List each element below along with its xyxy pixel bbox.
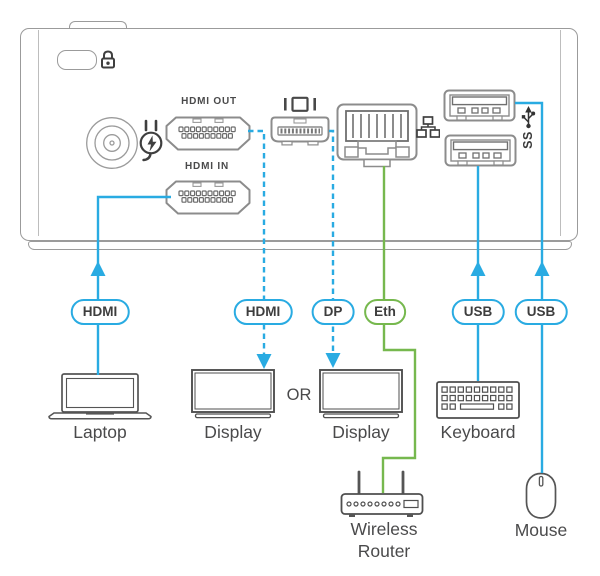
cable-label-hdmi-2: HDMI: [233, 299, 293, 325]
hdmi-out-label: HDMI OUT: [181, 96, 237, 107]
usb-ss-text: SS: [521, 131, 535, 149]
arrow-down-display1: [256, 354, 272, 369]
cable-label-dp: DP: [311, 299, 355, 325]
display-1-icon: [191, 369, 275, 419]
hdmi-in-pins: [178, 190, 236, 203]
kensington-slot: [57, 50, 97, 70]
keyboard-keys: [441, 386, 513, 410]
display-2-icon: [319, 369, 403, 419]
mouse-icon: [525, 472, 557, 519]
or-label: OR: [286, 386, 312, 404]
wireless-router-icon: [340, 470, 424, 517]
router-leds: [346, 499, 419, 509]
hdmi-in-label: HDMI IN: [185, 161, 229, 172]
usb-trident-icon: [521, 106, 535, 129]
display-1-label: Display: [204, 422, 262, 442]
network-icon: [416, 116, 440, 138]
device-top-tab: [69, 21, 127, 32]
hdmi-out-pins: [178, 126, 236, 139]
wireless-router-label: Wireless Router: [350, 519, 418, 561]
hdmi-in-port: [165, 180, 251, 215]
mini-displayport-port: [270, 116, 330, 146]
ethernet-pin-slots: [352, 114, 402, 138]
displayport-icon: [284, 96, 316, 112]
arrow-down-display2: [325, 353, 341, 368]
ethernet-port: [336, 103, 418, 168]
device-base: [28, 241, 572, 250]
mouse-label: Mouse: [514, 520, 568, 540]
cable-label-eth: Eth: [364, 299, 406, 325]
keyboard-icon: [436, 381, 520, 419]
device-left-edge-line: [38, 30, 39, 236]
cable-label-hdmi-1: HDMI: [70, 299, 130, 325]
keyboard-label: Keyboard: [440, 422, 516, 442]
hdmi-out-port: [165, 116, 251, 151]
laptop-icon: [48, 373, 152, 420]
power-plug-icon: [139, 119, 163, 162]
router-foot-left: [349, 514, 355, 517]
usb-bottom-pins: [458, 152, 502, 159]
laptop-label: Laptop: [73, 422, 127, 442]
display-2-label: Display: [332, 422, 390, 442]
arrow-up-keyboard: [470, 261, 486, 276]
arrow-up-laptop: [90, 261, 106, 276]
usb-port-top: [443, 89, 516, 122]
arrow-up-mouse: [534, 261, 550, 276]
power-port: [86, 117, 138, 169]
usb-port-bottom: [444, 134, 517, 167]
cable-label-usb-1: USB: [451, 299, 505, 325]
device-right-edge-line: [560, 30, 561, 236]
usb-top-pins: [457, 107, 501, 114]
lock-icon: [101, 50, 115, 69]
usb-ss-icon: SS: [505, 104, 551, 150]
router-foot-right: [407, 514, 413, 517]
cable-label-usb-2: USB: [514, 299, 568, 325]
